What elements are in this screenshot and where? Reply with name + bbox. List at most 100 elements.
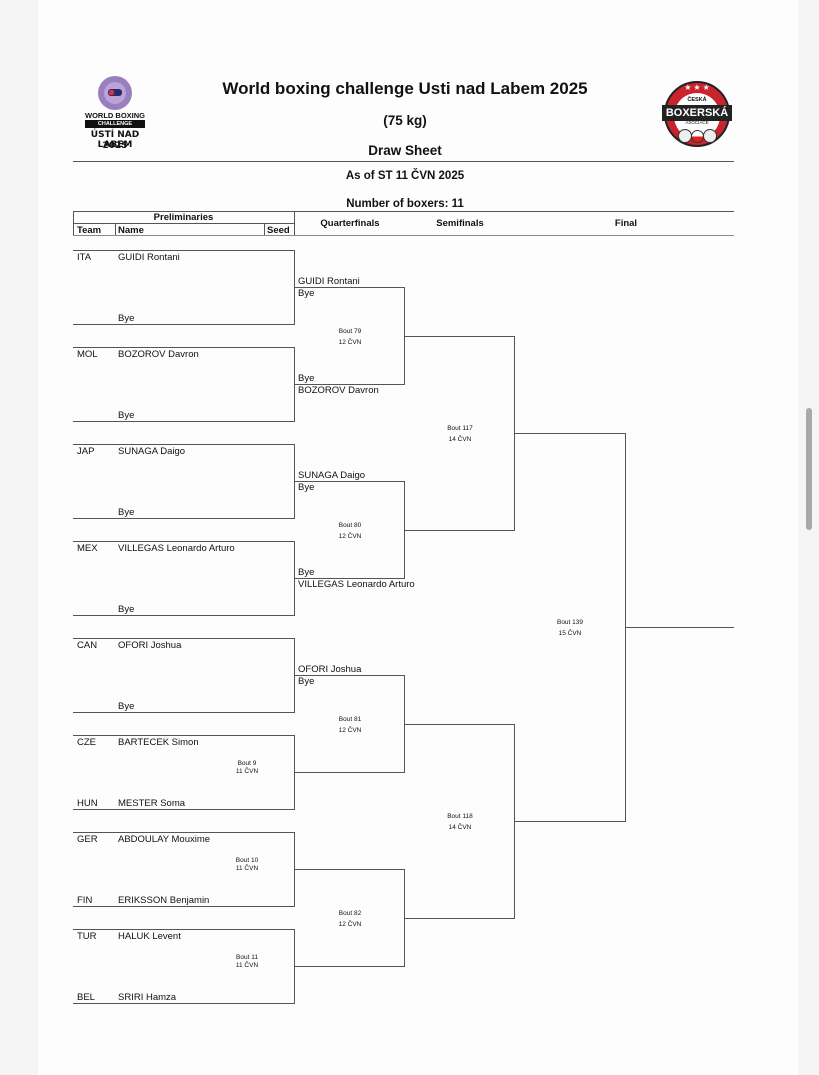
prelim-bottom-line bbox=[73, 712, 295, 713]
logo-main-text: BOXERSKÁ bbox=[662, 105, 732, 121]
prelim-boxer-name: HALUK Levent bbox=[118, 931, 181, 942]
prelim-top-line bbox=[73, 929, 294, 930]
ceska-boxerska-asociace-logo: ★★★ ČESKÁ BOXERSKÁ ASOCIACE bbox=[662, 79, 736, 153]
prelim-bottom-line bbox=[73, 615, 295, 616]
prelim-bottom-line bbox=[73, 518, 295, 519]
logo-text-line1: WORLD BOXING bbox=[85, 111, 145, 120]
final-top-line bbox=[514, 433, 625, 434]
prelim-top-line bbox=[73, 832, 294, 833]
qf-bottom-name: VILLEGAS Leonardo Arturo bbox=[298, 579, 415, 590]
qf-bottom-line bbox=[294, 578, 404, 579]
sf-bout-date: 14 ČVN bbox=[448, 436, 472, 443]
prelim-team-code: CAN bbox=[77, 640, 98, 651]
prelim-opponent-name: Bye bbox=[118, 507, 135, 518]
prelim-boxer-name: VILLEGAS Leonardo Arturo bbox=[118, 543, 235, 554]
page-title: World boxing challenge Usti nad Labem 20… bbox=[222, 79, 588, 98]
scrollbar[interactable] bbox=[806, 408, 812, 530]
header-seed: Seed bbox=[267, 225, 290, 236]
table-header-bottom bbox=[73, 235, 734, 236]
prelim-boxer-name: ABDOULAY Mouxime bbox=[118, 834, 211, 845]
sf-bout-date: 14 ČVN bbox=[448, 824, 472, 831]
prelim-bottom-line bbox=[73, 421, 295, 422]
boxer-count: Number of boxers: 11 bbox=[346, 198, 464, 210]
sf-top-line bbox=[404, 336, 514, 337]
prelim-top-line bbox=[73, 541, 294, 542]
prelim-bout-number: Bout 11 bbox=[236, 954, 258, 961]
final-bottom-line bbox=[514, 821, 625, 822]
world-boxing-challenge-logo: WORLD BOXING CHALLENGE ÚSTÍ NAD LABEM 20… bbox=[76, 74, 160, 156]
doc-type: Draw Sheet bbox=[368, 143, 442, 158]
prelim-opponent-name: Bye bbox=[118, 701, 135, 712]
final-winner-line bbox=[625, 627, 734, 628]
qf-bout-number: Bout 80 bbox=[338, 522, 362, 529]
logo-bottom-text: ASOCIACE bbox=[685, 120, 709, 125]
name-seed-sep bbox=[264, 223, 265, 235]
prelim-top-line bbox=[73, 735, 294, 736]
sf-bout-number: Bout 117 bbox=[447, 425, 473, 432]
qf-bottom-line bbox=[294, 966, 404, 967]
logo-text-line3: ÚSTÍ NAD LABEM bbox=[90, 130, 140, 150]
prelim-opponent-team: FIN bbox=[77, 895, 93, 906]
prelim-bout-date: 11 ČVN bbox=[235, 768, 259, 775]
header-preliminaries: Preliminaries bbox=[153, 212, 214, 223]
table-left-border bbox=[73, 211, 74, 235]
qf-top-line bbox=[294, 287, 404, 288]
prelim-top-line bbox=[73, 250, 294, 251]
prelim-bottom-line bbox=[73, 906, 295, 907]
prelim-opponent-name: ERIKSSON Benjamin bbox=[118, 895, 210, 906]
sf-bottom-line bbox=[404, 918, 514, 919]
qf-top-sub: Bye bbox=[298, 288, 315, 299]
weight-class: (75 kg) bbox=[383, 113, 427, 128]
sf-top-line bbox=[404, 724, 514, 725]
prelim-team-code: TUR bbox=[77, 931, 97, 942]
prelim-bout-date: 11 ČVN bbox=[235, 865, 259, 872]
header-semifinals: Semifinals bbox=[436, 218, 484, 229]
qf-bout-date: 12 ČVN bbox=[338, 727, 362, 734]
prelim-team-code: CZE bbox=[77, 737, 96, 748]
qf-top-line bbox=[294, 481, 404, 482]
prelim-boxer-name: BARTECEK Simon bbox=[118, 737, 199, 748]
draw-sheet-page bbox=[38, 0, 798, 1075]
team-name-sep bbox=[115, 223, 116, 235]
sf-bottom-line bbox=[404, 530, 514, 531]
final-bout-number: Bout 139 bbox=[556, 619, 584, 626]
prelim-bottom-line bbox=[73, 1003, 295, 1004]
prelim-opponent-team: HUN bbox=[77, 798, 98, 809]
prelim-opponent-name: Bye bbox=[118, 410, 135, 421]
qf-bout-date: 12 ČVN bbox=[338, 533, 362, 540]
logo-emblem-icon bbox=[98, 76, 132, 110]
prelim-top-line bbox=[73, 444, 294, 445]
prelim-opponent-name: Bye bbox=[118, 604, 135, 615]
qf-bottom-line bbox=[294, 772, 404, 773]
prelim-boxer-name: BOZOROV Davron bbox=[118, 349, 199, 360]
qf-bout-number: Bout 79 bbox=[338, 328, 362, 335]
stars-icon: ★★★ bbox=[684, 83, 712, 92]
prelim-boxer-name: GUIDI Rontani bbox=[118, 252, 180, 263]
prelim-bout-date: 11 ČVN bbox=[235, 962, 259, 969]
header-team: Team bbox=[77, 225, 102, 236]
boxing-gloves-icon bbox=[678, 129, 717, 143]
qf-bout-date: 12 ČVN bbox=[338, 339, 362, 346]
as-of-date: As of ST 11 ČVN 2025 bbox=[345, 170, 465, 182]
prelim-team-code: MEX bbox=[77, 543, 98, 554]
prelim-boxer-name: OFORI Joshua bbox=[118, 640, 182, 651]
prelim-right-border bbox=[294, 211, 295, 235]
prelim-bottom-line bbox=[73, 324, 295, 325]
prelim-team-code: JAP bbox=[77, 446, 95, 457]
final-bout-date: 15 ČVN bbox=[558, 630, 582, 637]
logo-text-line2: CHALLENGE bbox=[85, 120, 145, 128]
qf-bout-date: 12 ČVN bbox=[338, 921, 362, 928]
qf-top-name: OFORI Joshua bbox=[298, 664, 362, 675]
prelim-top-line bbox=[73, 638, 294, 639]
prelim-opponent-name: MESTER Soma bbox=[118, 798, 186, 809]
table-header-top bbox=[73, 211, 734, 212]
qf-bottom-sub: Bye bbox=[298, 373, 315, 384]
prelim-bottom-line bbox=[73, 809, 295, 810]
qf-top-sub: Bye bbox=[298, 482, 315, 493]
qf-bottom-name: BOZOROV Davron bbox=[298, 385, 379, 396]
qf-top-sub: Bye bbox=[298, 676, 315, 687]
prelim-team-code: GER bbox=[77, 834, 98, 845]
qf-top-name: GUIDI Rontani bbox=[298, 276, 360, 287]
qf-top-line bbox=[294, 869, 404, 870]
qf-bout-number: Bout 82 bbox=[338, 910, 362, 917]
